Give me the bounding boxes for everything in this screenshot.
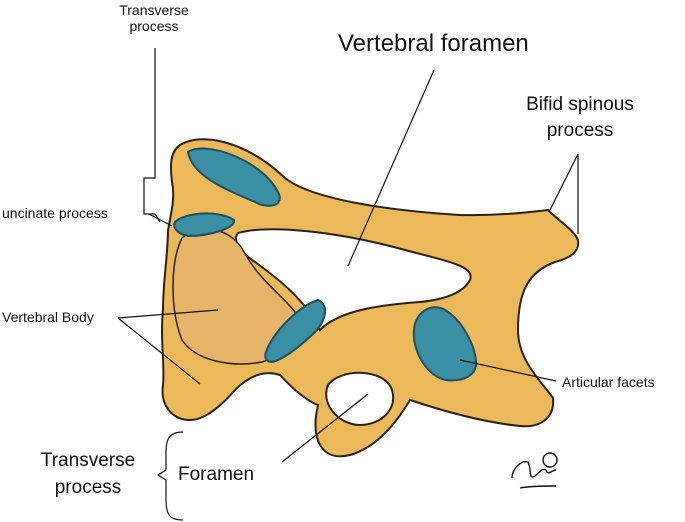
label-transverse-bottom-line2: process: [54, 476, 122, 498]
transverse-bottom-brace: [156, 431, 184, 521]
leader-lines: [117, 48, 579, 521]
vertebral-body-line-2: [117, 317, 201, 385]
transverse-top-bracket: [143, 48, 161, 223]
articular-facets-line: [459, 359, 557, 382]
vertebral-foramen-hole: [235, 228, 472, 332]
foramen-line: [281, 393, 369, 463]
label-bifid-line2: process: [546, 119, 614, 141]
label-foramen: Foramen: [178, 464, 255, 485]
uncinate-line: [148, 213, 173, 227]
label-bifid-line1: Bifid spinous: [526, 94, 634, 115]
vertebral-body-line-1: [117, 309, 219, 319]
transverse-facet-top: [186, 147, 281, 207]
label-articular-facets: Articular facets: [562, 374, 655, 390]
artist-signature: [511, 452, 558, 489]
label-uncinate-process: uncinate process: [2, 205, 108, 221]
label-vertebral-foramen: Vertebral foramen: [338, 30, 529, 57]
body-side-facet: [264, 298, 327, 364]
vertebral-foramen-line: [347, 69, 435, 267]
label-transverse-bottom-line1: Transverse: [40, 450, 136, 471]
foramen-hole: [325, 371, 395, 427]
uncinate-facet: [173, 212, 235, 238]
label-transverse-top: Transverse process: [108, 2, 200, 34]
label-transverse-top-line2: process: [129, 18, 179, 34]
label-transverse-bottom: Transverse process: [32, 448, 144, 501]
label-transverse-top-line1: Transverse: [119, 2, 189, 18]
bifid-line-1: [548, 153, 579, 213]
label-bifid-spinous-process: Bifid spinous process: [505, 92, 655, 143]
articular-facet-shape: [412, 306, 478, 382]
label-vertebral-body: Vertebral Body: [2, 309, 94, 325]
